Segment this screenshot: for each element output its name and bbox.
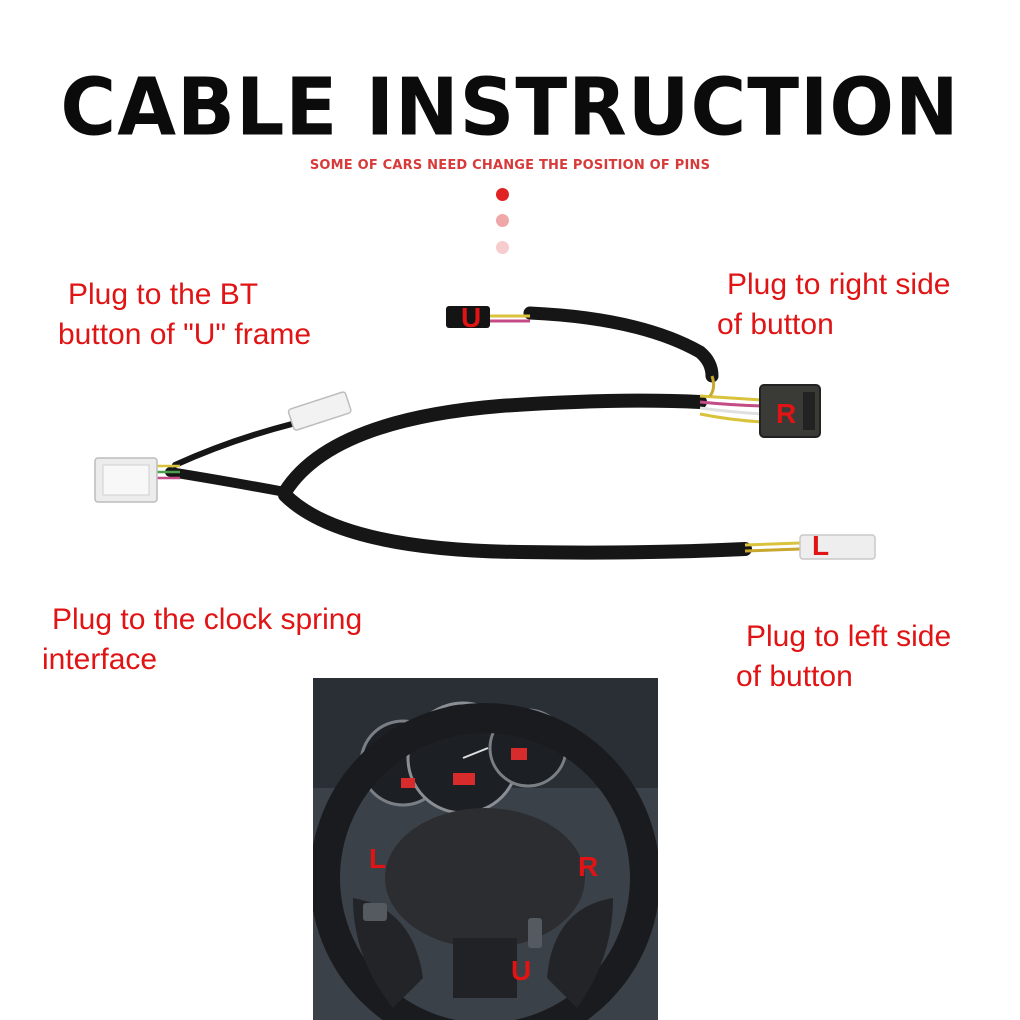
- pin-letter-u: U: [461, 302, 482, 333]
- photo-letter-u: U: [511, 955, 532, 986]
- u-plug: [446, 306, 490, 328]
- label-right-line1: Plug to right side: [727, 268, 951, 301]
- label-clock-line1: Plug to the clock spring: [52, 603, 363, 636]
- main-cable: [165, 306, 752, 560]
- label-bt-line1: Plug to the BT: [68, 278, 259, 311]
- subtitle: SOME OF CARS NEED CHANGE THE POSITION OF…: [309, 158, 711, 173]
- pin-letter-r: R: [776, 398, 797, 429]
- label-right-line2: of button: [717, 308, 834, 341]
- l-plug: [799, 534, 876, 560]
- label-left-line2: of button: [736, 660, 853, 693]
- dot-3: [496, 241, 509, 254]
- photo-letter-r: R: [578, 851, 599, 882]
- steering-wheel-illustration: [313, 678, 658, 1020]
- page-title: CABLE INSTRUCTION: [60, 59, 960, 154]
- wires-right: [699, 375, 763, 424]
- wires-left: [744, 541, 801, 553]
- steering-wheel-photo: [313, 678, 658, 1020]
- label-bt-line2: button of "U" frame: [58, 318, 312, 351]
- label-left-line1: Plug to left side: [746, 620, 952, 653]
- pin-letter-l: L: [812, 530, 830, 561]
- wires-u: [488, 314, 530, 323]
- bt-plug: [287, 391, 352, 431]
- dot-2: [496, 214, 509, 227]
- label-clock-line2: interface: [42, 643, 158, 676]
- dot-1: [496, 188, 509, 201]
- photo-letter-l: L: [369, 843, 387, 874]
